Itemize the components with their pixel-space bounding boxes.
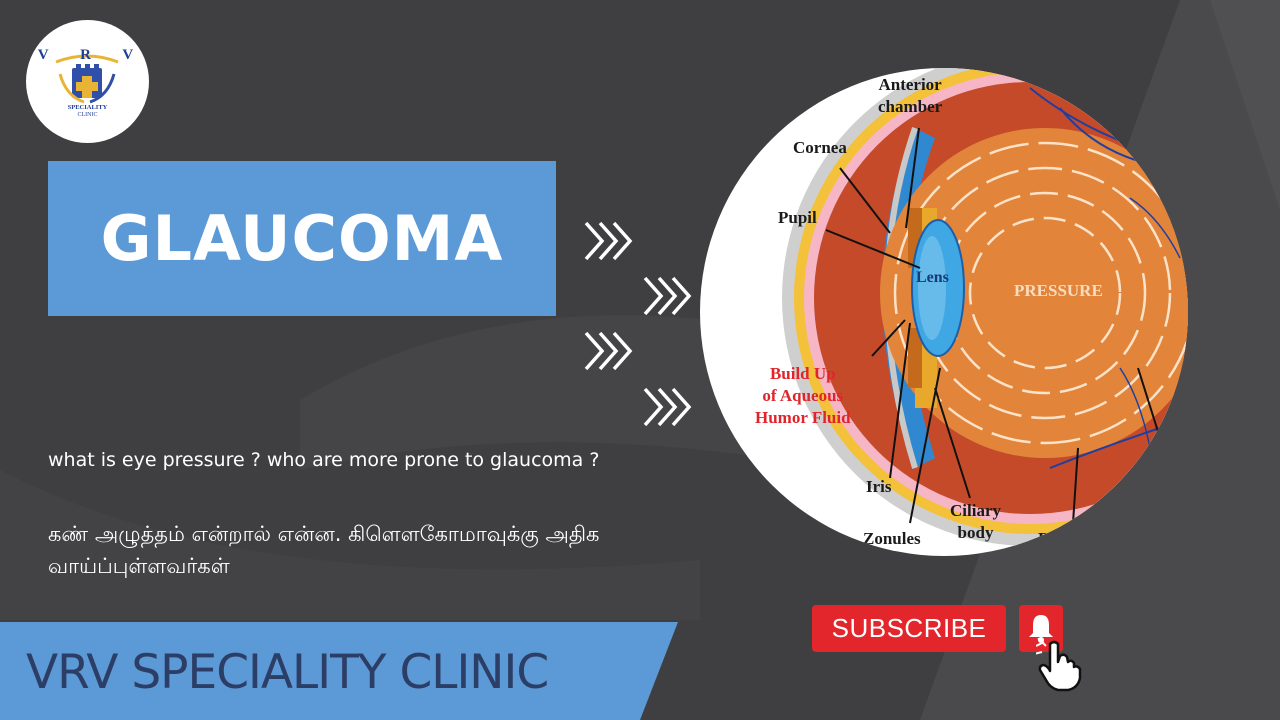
logo-line1: SPECIALITY — [67, 104, 108, 111]
logo-letters: V R V — [37, 47, 148, 63]
footer-clinic-name: VRV SPECIALITY CLINIC — [26, 645, 549, 700]
subscribe-button[interactable]: SUBSCRIBE — [812, 605, 1006, 652]
label-ciliary-body-text: Ciliary body — [950, 501, 1001, 542]
label-buildup-text: Build Up of Aqueous Humor Fluid — [755, 364, 851, 427]
chevron-right-icon — [584, 331, 633, 371]
title-box: GLAUCOMA — [48, 161, 556, 316]
label-partial: R — [1038, 529, 1051, 548]
page-title: GLAUCOMA — [100, 202, 504, 275]
eye-anatomy-illustration — [782, 68, 1188, 546]
label-cornea: Cornea — [793, 138, 847, 157]
chevron-right-icon — [584, 221, 633, 261]
label-anterior-chamber-text: Anterior chamber — [878, 75, 943, 116]
label-anterior-chamber: Anterior chamber — [878, 74, 942, 118]
label-buildup: Build Up of Aqueous Humor Fluid — [755, 363, 851, 429]
clinic-logo: V R V SPECIALITY CLINIC — [26, 20, 149, 143]
clinic-logo-icon — [55, 54, 119, 104]
label-pupil: Pupil — [778, 208, 817, 227]
question-english: what is eye pressure ? who are more pron… — [48, 449, 600, 471]
eye-diagram: Anterior chamber Cornea Pupil Lens PRESS… — [700, 68, 1188, 556]
chevron-right-icon — [643, 276, 692, 316]
question-tamil: கண் அழுத்தம் என்றால் என்ன. கிளௌகோமாவுக்க… — [48, 522, 600, 578]
logo-line2: CLINIC — [77, 112, 98, 118]
label-pressure: PRESSURE — [1014, 281, 1103, 300]
chevron-right-icon — [643, 387, 692, 427]
label-iris: Iris — [866, 477, 892, 496]
hand-cursor-icon — [1036, 638, 1082, 692]
label-zonules: Zonules — [863, 529, 921, 548]
label-ciliary-body: Ciliary body — [950, 500, 1001, 544]
label-lens: Lens — [916, 269, 949, 286]
